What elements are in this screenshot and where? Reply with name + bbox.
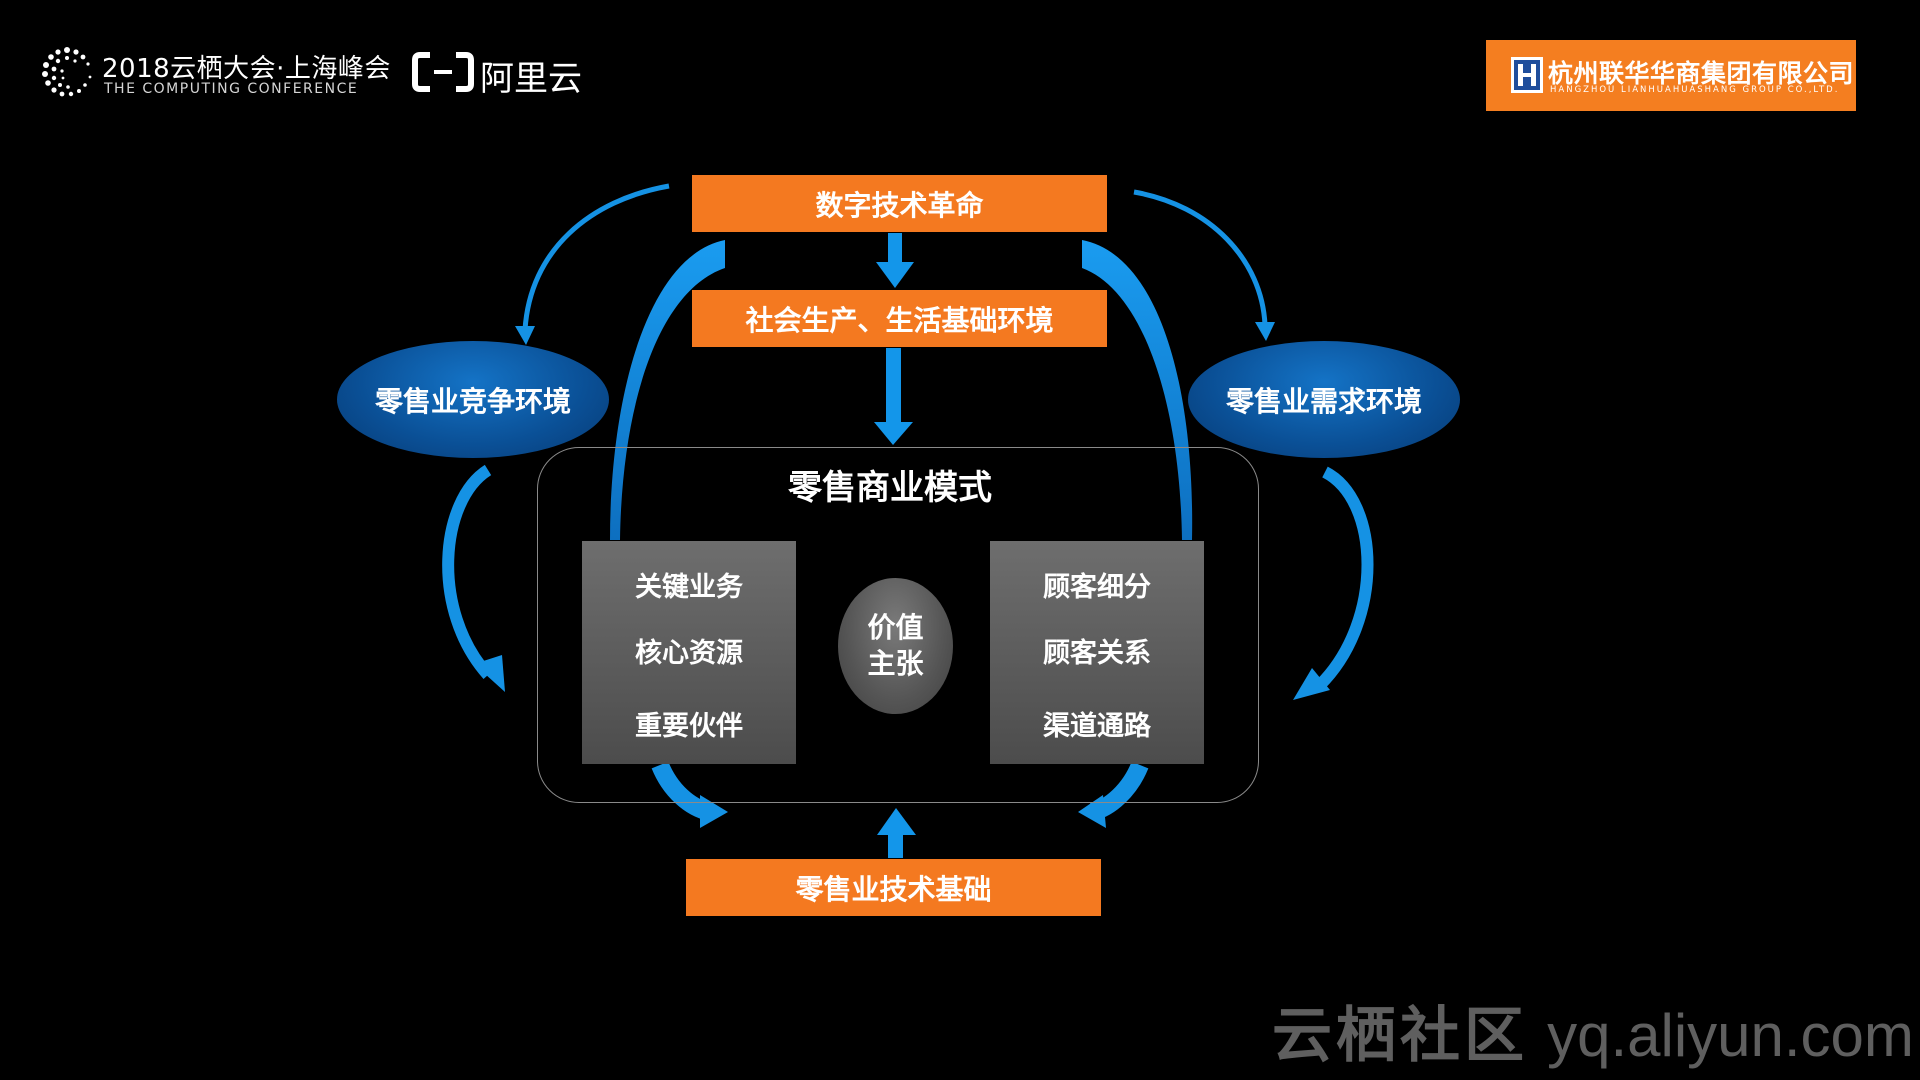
aliyun-bracket-icon (412, 52, 474, 92)
conference-title: 2018云栖大会·上海峰会 (102, 54, 391, 84)
conference-logo: 2018云栖大会·上海峰会 THE COMPUTING CONFERENCE (40, 44, 390, 104)
item-channels: 渠道通路 (1043, 711, 1151, 742)
arch-right (1082, 240, 1193, 540)
conference-subtitle: THE COMPUTING CONFERENCE (104, 81, 359, 97)
box-digital-revolution: 数字技术革命 (692, 175, 1107, 232)
oval-demand-environment: 零售业需求环境 (1188, 341, 1460, 458)
item-key-partners: 重要伙伴 (635, 711, 743, 742)
aliyun-name: 阿里云 (480, 59, 582, 99)
arch-left (610, 240, 725, 540)
arrow-down-2 (874, 348, 913, 445)
curve-top-left (522, 183, 670, 331)
box-tech-foundation: 零售业技术基础 (686, 859, 1101, 916)
company-name: 杭州联华华商集团有限公司 (1548, 59, 1855, 88)
value-proposition-oval: 价值 主张 (838, 578, 953, 714)
left-items-box: 关键业务 核心资源 重要伙伴 (582, 541, 796, 764)
right-items-box: 顾客细分 顾客关系 渠道通路 (990, 541, 1204, 764)
company-logo-icon (1511, 57, 1543, 93)
curve-top-right (1133, 189, 1268, 326)
watermark-url: yq.aliyun.com (1547, 1002, 1914, 1069)
aliyun-logo: 阿里云 (412, 50, 582, 99)
business-model-title: 零售商业模式 (788, 468, 992, 508)
arrow-down-1 (876, 233, 914, 288)
curve-right-side (1315, 466, 1374, 690)
arrow-up-bottom (877, 808, 916, 858)
item-customer-relationships: 顾客关系 (1043, 638, 1151, 669)
company-banner: 杭州联华华商集团有限公司 HANGZHOU LIANHUAHUASHANG GR… (1486, 40, 1856, 111)
company-name-en: HANGZHOU LIANHUAHUASHANG GROUP CO.,LTD. (1550, 85, 1840, 95)
business-model-frame (537, 447, 1259, 803)
value-line-2: 主张 (867, 647, 924, 680)
conference-dots-icon (42, 47, 92, 97)
curve-left-side (442, 464, 493, 679)
item-customer-segments: 顾客细分 (1043, 572, 1151, 603)
watermark: 云栖社区 yq.aliyun.com (1272, 1001, 1914, 1071)
item-key-resources: 核心资源 (635, 638, 743, 669)
watermark-cn: 云栖社区 (1272, 1001, 1528, 1071)
value-line-1: 价值 (867, 611, 924, 644)
oval-competition-environment: 零售业竞争环境 (337, 341, 609, 458)
item-key-activities: 关键业务 (635, 572, 743, 603)
box-social-environment: 社会生产、生活基础环境 (692, 290, 1107, 347)
